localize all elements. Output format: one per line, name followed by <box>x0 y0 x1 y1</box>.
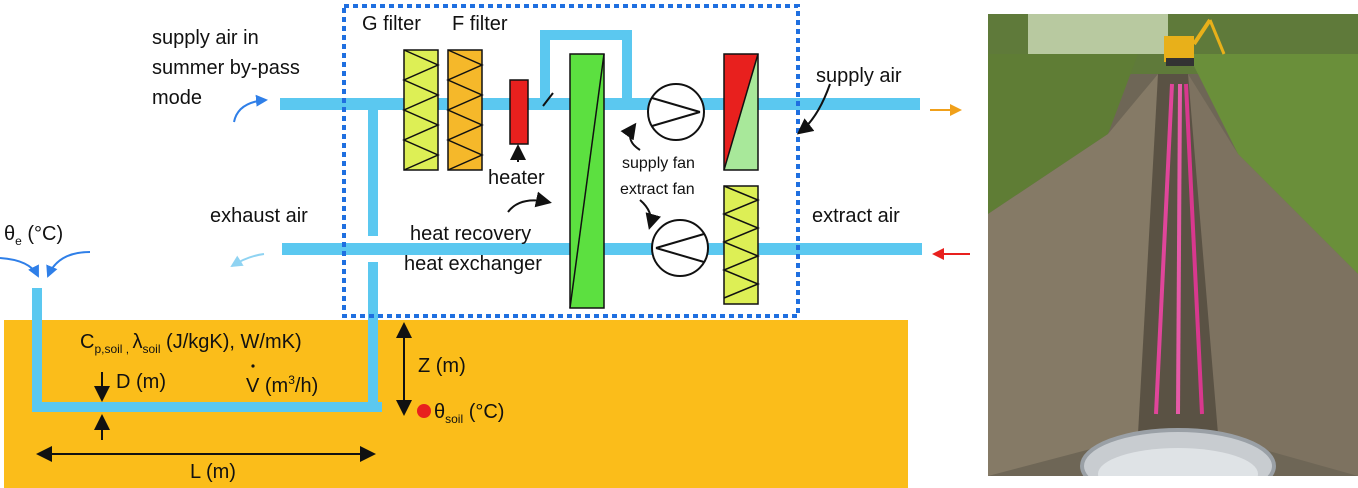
outdoor-temperature-label: θe (°C) <box>4 223 63 248</box>
soil-temperature-dot <box>417 404 431 418</box>
extract-fan-label: extract fan <box>620 181 695 198</box>
earth-tube-duct <box>32 262 382 412</box>
heater-label: heater <box>488 167 545 189</box>
airflow-label: V (m3/h) <box>246 373 318 397</box>
g-filter-label: G filter <box>362 13 421 35</box>
length-label: L (m) <box>190 461 236 483</box>
ground-heat-exchanger-diagram: G filter F filter supply air in summer b… <box>0 4 970 488</box>
flow-rate-dot <box>251 364 255 368</box>
depth-label: D (m) <box>116 371 166 393</box>
hrx-pointer <box>507 191 552 213</box>
hrx-label-line2: heat exchanger <box>404 253 542 275</box>
outdoor-inlet-arrow-left <box>0 257 39 278</box>
bypass-label-line3: mode <box>152 87 202 109</box>
supply-fan-label: supply fan <box>622 155 695 172</box>
g-filter <box>402 49 440 171</box>
extract-filter <box>722 185 760 305</box>
trench-photo-image <box>988 14 1358 476</box>
heater <box>509 79 529 145</box>
supply-fan-pointer <box>620 122 641 151</box>
supply-air-label: supply air <box>816 65 902 87</box>
extract-fan-pointer <box>639 199 661 230</box>
ahu-box <box>342 4 800 318</box>
outdoor-inlet-arrow-right <box>46 251 91 278</box>
exhaust-out-arrow <box>230 253 265 268</box>
bypass-damper <box>542 92 554 107</box>
soil-temperature-label: θsoil (°C) <box>434 401 504 426</box>
f-filter-label: F filter <box>452 13 508 35</box>
trench-photo <box>988 14 1358 476</box>
extract-air-label: extract air <box>812 205 900 227</box>
bypass-label-line2: summer by-pass <box>152 57 300 79</box>
extract-fan-icon <box>651 219 709 277</box>
hrx-label-line1: heat recovery <box>410 223 531 245</box>
exhaust-air-label: exhaust air <box>210 205 308 227</box>
supply-fan-icon <box>647 83 705 141</box>
bypass-label-line1: supply air in <box>152 27 259 49</box>
supply-air-pointer <box>796 83 831 135</box>
f-filter <box>446 49 484 171</box>
heat-recovery-exchanger <box>569 53 605 309</box>
bypass-inlet-arrow <box>233 94 268 123</box>
soil-properties-label: Cp,soil , λsoil (J/kgK), W/mK) <box>80 331 302 356</box>
cooling-coil <box>723 53 759 171</box>
depth-z-label: Z (m) <box>418 355 466 377</box>
